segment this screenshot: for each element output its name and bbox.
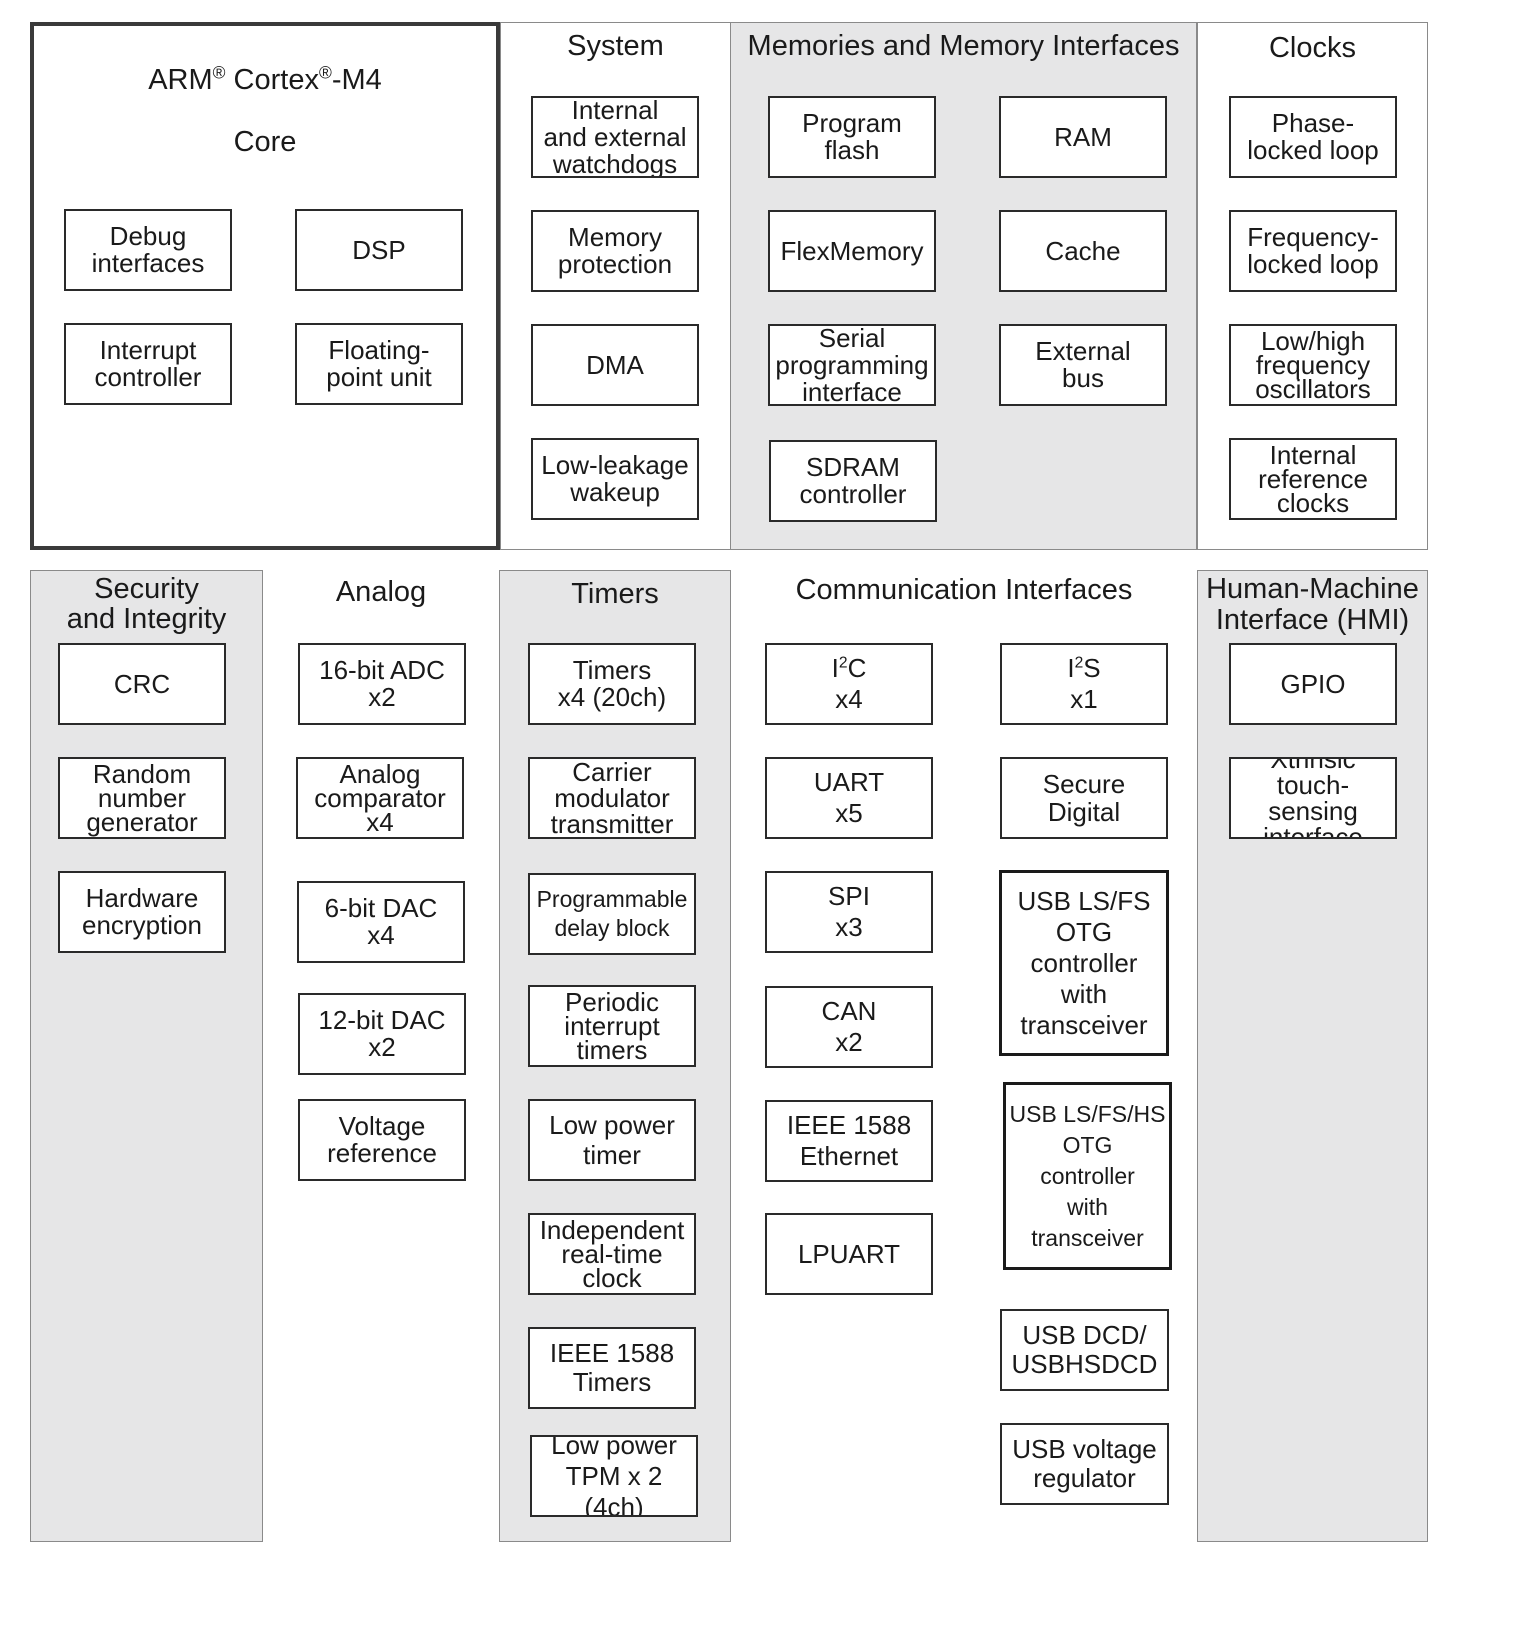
- memory-protection-block: Memory protection: [531, 210, 699, 292]
- core-title-m4: -M4: [331, 64, 382, 96]
- i2s-pre: I: [1067, 653, 1075, 683]
- adc-block: 16-bit ADC x2: [298, 643, 466, 725]
- security-panel: Security and Integrity CRC Random number…: [30, 570, 263, 1542]
- external-bus-block: External bus: [999, 324, 1167, 406]
- analog-panel: Analog 16-bit ADC x2 Analog comparator x…: [263, 570, 499, 1542]
- i2s-sup: 2: [1074, 654, 1084, 672]
- core-title-line2: Core: [233, 126, 297, 158]
- hardware-encryption-block: Hardware encryption: [58, 871, 226, 953]
- core-title-arm: ARM: [148, 64, 213, 96]
- dsp-block: DSP: [295, 209, 463, 291]
- touch-sensing-interface-block: Xtrinsic touch-sensing interface: [1229, 757, 1397, 839]
- comm-title: Communication Interfaces: [795, 574, 1133, 606]
- ram-block: RAM: [999, 96, 1167, 178]
- lpuart-block: LPUART: [765, 1213, 933, 1295]
- timers-x4-block: Timers x4 (20ch): [528, 643, 696, 725]
- serial-programming-interface-block: Serial programming interface: [768, 324, 936, 406]
- i2c-pre: I: [831, 653, 839, 683]
- 12-bit-dac-block: 12-bit DAC x2: [298, 993, 466, 1075]
- real-time-clock-block: Independent real-time clock: [528, 1213, 696, 1295]
- system-panel: System Internal and external watchdogs M…: [500, 22, 731, 550]
- i2s-post: S: [1083, 653, 1101, 683]
- sdram-controller-block: SDRAM controller: [769, 440, 937, 522]
- interrupt-controller-block: Interrupt controller: [64, 323, 232, 405]
- secure-digital-block: Secure Digital: [1000, 757, 1168, 839]
- clocks-title: Clocks: [1268, 32, 1356, 64]
- i2c-sup: 2: [838, 654, 848, 672]
- spi-block: SPI x3: [765, 871, 933, 953]
- ieee-1588-timers-block: IEEE 1588 Timers: [528, 1327, 696, 1409]
- timers-panel: Timers Timers x4 (20ch) Carrier modulato…: [499, 570, 731, 1542]
- system-title: System: [567, 30, 664, 62]
- analog-comparator-block: Analog comparator x4: [296, 757, 464, 839]
- timers-title: Timers: [571, 578, 659, 610]
- clocks-panel: Clocks Phase- locked loop Frequency- loc…: [1197, 22, 1428, 550]
- core-reg-mark-2: ®: [318, 62, 332, 83]
- carrier-modulator-block: Carrier modulator transmitter: [528, 757, 696, 839]
- low-power-timer-block: Low power timer: [528, 1099, 696, 1181]
- 6-bit-dac-block: 6-bit DAC x4: [297, 881, 465, 963]
- dma-block: DMA: [531, 324, 699, 406]
- low-power-tpm-block: Low power TPM x 2 (4ch): [530, 1435, 698, 1517]
- core-reg-mark-1: ®: [212, 62, 226, 83]
- periodic-interrupt-timers-block: Periodic interrupt timers: [528, 985, 696, 1067]
- debug-interfaces-block: Debug interfaces: [64, 209, 232, 291]
- i2s-count: x1: [1070, 684, 1098, 714]
- core-title: ARM® Cortex®-M4 Core: [34, 34, 496, 158]
- memories-panel: Memories and Memory Interfaces Program f…: [730, 22, 1197, 550]
- analog-title: Analog: [335, 576, 427, 608]
- i2c-count: x4: [835, 684, 863, 714]
- programmable-delay-block: Programmable delay block: [528, 873, 696, 955]
- usb-dcd-block: USB DCD/ USBHSDCD: [1000, 1309, 1169, 1391]
- uart-block: UART x5: [765, 757, 933, 839]
- usb-ls-fs-hs-otg-block: USB LS/FS/HS OTG controller with transce…: [1003, 1082, 1172, 1270]
- crc-block: CRC: [58, 643, 226, 725]
- flexmemory-block: FlexMemory: [768, 210, 936, 292]
- low-leakage-wakeup-block: Low-leakage wakeup: [531, 438, 699, 520]
- hmi-title: Human-Machine Interface (HMI): [1206, 573, 1419, 636]
- hmi-panel: Human-Machine Interface (HMI) GPIO Xtrin…: [1197, 570, 1428, 1542]
- frequency-locked-loop-block: Frequency- locked loop: [1229, 210, 1397, 292]
- gpio-block: GPIO: [1229, 643, 1397, 725]
- security-title: Security and Integrity: [66, 573, 227, 635]
- watchdogs-block: Internal and external watchdogs: [531, 96, 699, 178]
- usb-voltage-regulator-block: USB voltage regulator: [1000, 1423, 1169, 1505]
- ieee-1588-ethernet-block: IEEE 1588 Ethernet: [765, 1100, 933, 1182]
- core-panel: ARM® Cortex®-M4 Core Debug interfaces DS…: [30, 22, 500, 550]
- internal-reference-clocks-block: Internal reference clocks: [1229, 438, 1397, 520]
- program-flash-block: Program flash: [768, 96, 936, 178]
- phase-locked-loop-block: Phase- locked loop: [1229, 96, 1397, 178]
- cache-block: Cache: [999, 210, 1167, 292]
- i2c-post: C: [847, 653, 867, 683]
- can-block: CAN x2: [765, 986, 933, 1068]
- memories-title: Memories and Memory Interfaces: [747, 30, 1180, 62]
- oscillators-block: Low/high frequency oscillators: [1229, 324, 1397, 406]
- usb-ls-fs-otg-block: USB LS/FS OTG controller with transceive…: [999, 870, 1169, 1056]
- core-title-cortex: Cortex: [225, 64, 319, 96]
- floating-point-unit-block: Floating- point unit: [295, 323, 463, 405]
- random-number-generator-block: Random number generator: [58, 757, 226, 839]
- voltage-reference-block: Voltage reference: [298, 1099, 466, 1181]
